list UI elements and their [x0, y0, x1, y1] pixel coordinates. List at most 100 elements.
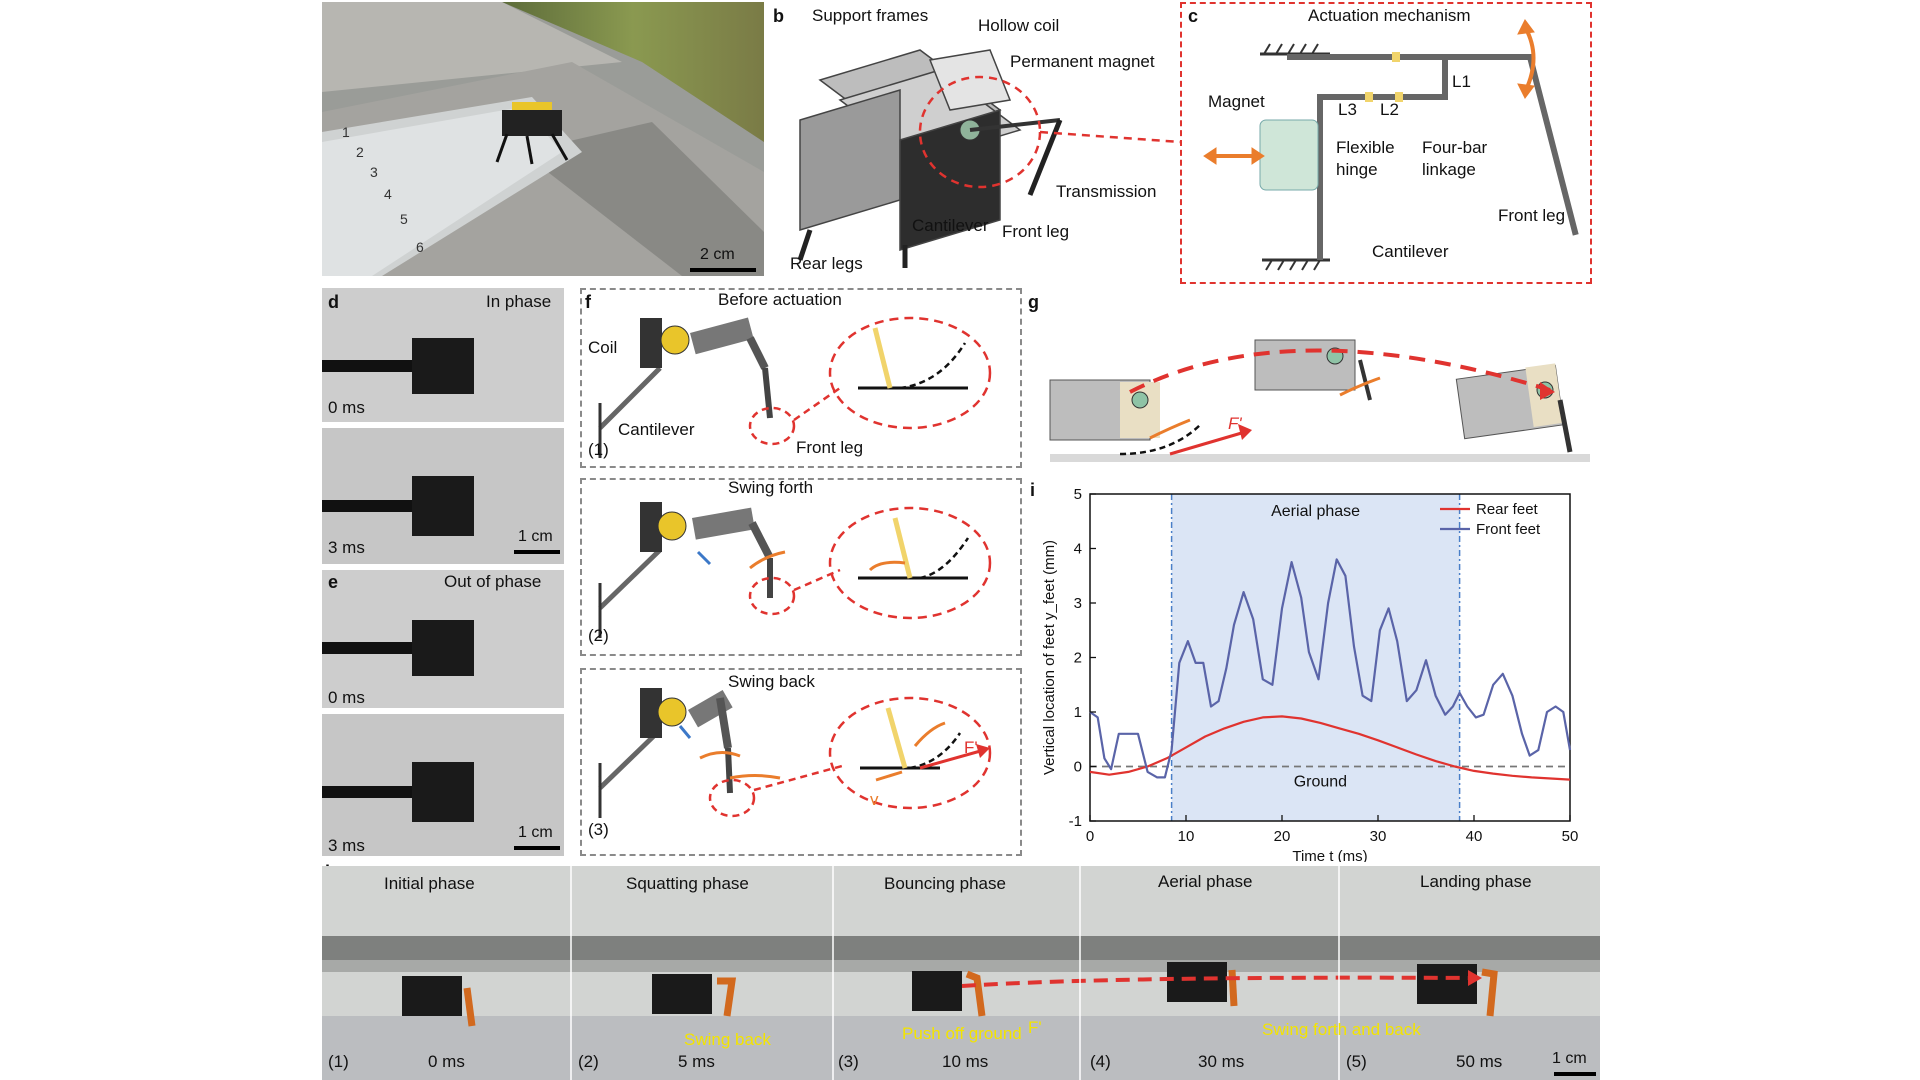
label-cantilever-c: Cantilever	[1372, 242, 1449, 261]
panel-g-force: F'	[1228, 414, 1242, 433]
legend-entry: Front feet	[1476, 521, 1541, 538]
y-axis-label: Vertical location of feet y_feet (mm)	[1041, 540, 1058, 775]
h-frame-3-num: (3)	[838, 1052, 859, 1071]
label-cantilever-b: Cantilever	[912, 216, 989, 235]
h-frame-5-num: (5)	[1346, 1052, 1367, 1071]
panel-f3-velocity: v	[870, 790, 879, 809]
panel-c-box	[1180, 2, 1592, 284]
label-front-leg-c: Front leg	[1498, 206, 1566, 225]
h-frame-2-title: Squatting phase	[626, 874, 749, 893]
y-tick-label: 2	[1074, 650, 1082, 667]
x-tick-label: 20	[1274, 828, 1291, 845]
robot-pose-3	[1455, 363, 1573, 453]
h-frame-2-note: Swing back	[684, 1030, 771, 1049]
panel-f3-num: (3)	[588, 820, 609, 839]
panel-g-label: g	[1028, 292, 1039, 312]
ruler-tick: 5	[400, 211, 408, 227]
panel-f1-coil: Coil	[588, 338, 618, 357]
panel-a-photo: 1 2 3 4 5 6	[322, 2, 764, 276]
h-frame-1-title: Initial phase	[384, 874, 475, 893]
panel-d-time1: 3 ms	[328, 538, 365, 557]
h-frame-1-time: 0 ms	[428, 1052, 465, 1071]
panel-g-drawing	[1049, 339, 1590, 462]
h-frame-4-num: (4)	[1090, 1052, 1111, 1071]
x-axis-label: Time t (ms)	[1292, 848, 1367, 862]
ruler-tick: 4	[384, 186, 392, 202]
panel-a-scale-text: 2 cm	[700, 246, 735, 263]
h-frame-3-note: Push off ground	[902, 1024, 1022, 1043]
panel-f1-title: Before actuation	[718, 290, 842, 309]
panel-d-scale-text: 1 cm	[518, 528, 553, 545]
h-frame-4-note: Swing forth and back	[1262, 1020, 1421, 1039]
panel-f2-box	[580, 478, 1022, 656]
panel-f1-cantilever: Cantilever	[618, 420, 695, 439]
panel-a-scalebar	[690, 268, 756, 272]
x-tick-label: 10	[1178, 828, 1195, 845]
h-frame-4-robot	[1167, 962, 1238, 1007]
label-support-frames: Support frames	[812, 6, 929, 25]
panel-f3-box	[580, 668, 1022, 856]
panel-d	[322, 288, 564, 564]
h-frame-3-title: Bouncing phase	[884, 874, 1006, 893]
ground-label: Ground	[1294, 774, 1347, 791]
panel-a-photo-drawing: 1 2 3 4 5 6	[322, 2, 764, 276]
panel-h-strip	[322, 866, 1600, 1080]
robot-pose-1	[1049, 379, 1160, 441]
label-four-bar: Four-bar	[1422, 138, 1488, 157]
panel-e	[322, 570, 564, 856]
panel-f2-num: (2)	[588, 626, 609, 645]
panel-c-drawing	[1203, 19, 1579, 271]
ruler-tick: 2	[356, 144, 364, 160]
panel-h-scale-text: 1 cm	[1552, 1050, 1587, 1067]
label-permanent-magnet: Permanent magnet	[1010, 52, 1155, 71]
panel-b-label: b	[773, 6, 784, 26]
panel-d-title: In phase	[486, 292, 552, 311]
panel-d-label: d	[328, 292, 339, 312]
label-hollow-coil: Hollow coil	[978, 16, 1060, 35]
panel-e-title: Out of phase	[444, 572, 542, 591]
panel-e-label: e	[328, 572, 339, 592]
panel-i-label: i	[1030, 480, 1036, 500]
label-linkage: linkage	[1422, 160, 1476, 179]
panel-e-time1: 3 ms	[328, 836, 365, 855]
panel-f3-title: Swing back	[728, 672, 815, 691]
panel-d-time0: 0 ms	[328, 398, 365, 417]
h-frame-4-title: Aerial phase	[1158, 872, 1253, 891]
ruler-tick: 6	[416, 239, 424, 255]
panel-f-label: f	[585, 292, 591, 312]
x-tick-label: 0	[1086, 828, 1094, 845]
h-frame-5-title: Landing phase	[1420, 872, 1532, 891]
panel-f1-num: (1)	[588, 440, 609, 459]
h-frame-1-num: (1)	[328, 1052, 349, 1071]
panel-c-label: c	[1188, 6, 1199, 26]
aerial-phase-label: Aerial phase	[1271, 503, 1360, 520]
panel-f2-title: Swing forth	[728, 478, 814, 497]
panel-e-drawing	[322, 570, 564, 856]
label-front-leg-b: Front leg	[1002, 222, 1070, 241]
h-frame-3-robot	[912, 970, 986, 1017]
panel-e-time0: 0 ms	[328, 688, 365, 707]
y-tick-label: 3	[1074, 595, 1082, 612]
y-tick-label: 5	[1074, 486, 1082, 503]
label-L2: L2	[1380, 100, 1399, 119]
label-rear-legs: Rear legs	[790, 254, 863, 273]
panel-b-drawing	[797, 49, 1180, 268]
panel-d-scalebar	[514, 550, 560, 554]
series-line-front-feet	[1089, 558, 1572, 779]
label-flexible: Flexible	[1336, 138, 1395, 157]
label-L3: L3	[1338, 100, 1357, 119]
y-tick-label: -1	[1069, 813, 1082, 830]
ruler-ticks: 1 2 3 4 5 6	[342, 124, 424, 255]
panel-h-scalebar	[1554, 1072, 1596, 1076]
h-frame-2-time: 5 ms	[678, 1052, 715, 1071]
panel-e-scalebar	[514, 846, 560, 850]
panel-f-drawings	[598, 316, 992, 818]
h-frame-5-time: 50 ms	[1456, 1052, 1503, 1071]
h-frame-3-force: F'	[1028, 1018, 1042, 1037]
robot-photo	[495, 102, 569, 165]
label-magnet: Magnet	[1208, 92, 1265, 111]
aerial-phase-shade	[1171, 494, 1460, 821]
ruler-tick: 3	[370, 164, 378, 180]
label-transmission: Transmission	[1056, 182, 1157, 201]
